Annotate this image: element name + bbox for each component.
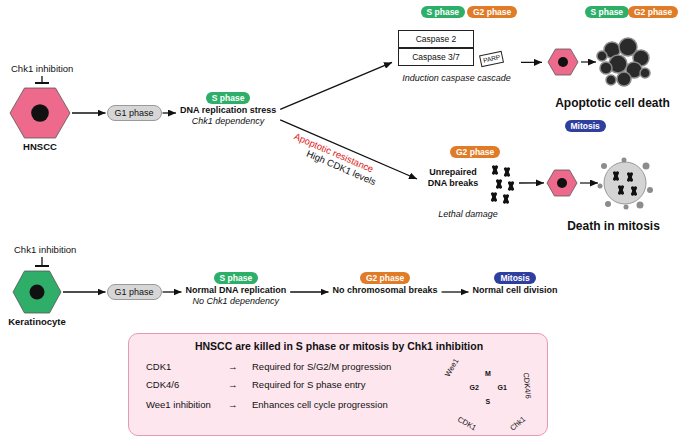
node-text: Unrepaired DNA breaks: [422, 167, 484, 189]
cycle-phase: S: [486, 398, 491, 406]
node-subtext: No Chk1 dependency: [193, 296, 280, 307]
node-text: No chromosomal breaks: [333, 285, 438, 296]
flow-arrow: [280, 62, 392, 109]
flow-arrow: [519, 182, 544, 183]
cycle-phase: M: [485, 370, 491, 378]
node-text: HNSCC are killed in S phase or mitosis b…: [129, 340, 549, 353]
flow-arrow: [63, 291, 106, 292]
phase-box: G1 phase: [107, 105, 162, 122]
flow-arrow: [442, 291, 469, 292]
phase-pill: Mitosis: [565, 120, 606, 132]
node-text: G2 phase: [473, 7, 511, 17]
node-text: S phase: [212, 93, 245, 103]
cell-hexagon: HNSCC: [9, 87, 71, 139]
stage-group: DNA replication stressChk1 dependency S p…: [177, 92, 279, 127]
caspase-box: Caspase 3/7: [398, 48, 474, 66]
node-text: Caspase 2: [416, 34, 457, 44]
node-text: Keratinocyte: [8, 316, 66, 327]
table-arrow: →: [228, 399, 238, 410]
node-subtext: Chk1 dependency: [192, 116, 265, 127]
node-subtext: Lethal damage: [418, 209, 518, 220]
table-arrow: →: [228, 361, 238, 372]
phase-pill: G2 phase: [450, 146, 500, 158]
mitotic-cell: [547, 158, 653, 210]
node-text: S phase: [220, 273, 253, 283]
table-cell: Enhances cell cycle progression: [252, 399, 388, 410]
caspase-box: Caspase 2: [398, 30, 474, 48]
flow-arrow: [72, 112, 106, 113]
table-cell: CDK4/6: [146, 379, 179, 390]
phase-pill: S phase: [421, 6, 466, 18]
flow-arrow: [163, 112, 176, 113]
node-text: HNSCC: [23, 141, 57, 152]
flow-arrow: [290, 291, 328, 292]
node-text: PARP: [482, 53, 500, 64]
stage-group: No chromosomal breaks G2 phase: [330, 272, 441, 296]
phase-box: G1 phase: [107, 284, 162, 301]
cycle-phase: G1: [498, 384, 507, 392]
node-text: G2 phase: [634, 7, 672, 17]
cycle-phase: G2: [470, 384, 479, 392]
node-text: G2 phase: [456, 147, 494, 157]
damage-group: Unrepaired DNA breaksLethal damage G2 pha…: [418, 143, 518, 223]
flow-arrow: [521, 62, 542, 63]
apoptotic-cell: [548, 38, 650, 86]
node-text: Normal cell division: [473, 285, 558, 296]
node-text: Death in mitosis: [545, 219, 682, 233]
phase-pill: G2 phase: [467, 6, 517, 18]
table-cell: Required for S phase entry: [252, 379, 366, 390]
node-text: DNA replication stress: [180, 105, 276, 116]
node-text: Normal DNA replication: [186, 285, 287, 296]
node-text: S phase: [591, 7, 624, 17]
parp-box: PARP: [479, 51, 504, 67]
flow-arrow: [163, 291, 182, 292]
hexagon-outline: [12, 270, 62, 314]
node-text: Apoptotic cell death: [543, 96, 682, 110]
phase-pill: S phase: [214, 272, 259, 284]
inhibitor-label: Chk1 inhibition: [11, 63, 73, 74]
outcome-group: Apoptotic cell death S phase G2 phase: [543, 3, 682, 115]
cell-hexagon: Keratinocyte: [12, 270, 62, 314]
phase-pill: S phase: [206, 92, 251, 104]
outcome-group: Death in mitosis Mitosis: [545, 117, 682, 239]
hexagon-outline: [9, 87, 71, 139]
caspase-group: Induction caspase cascade S phase G2 phase…: [393, 3, 520, 93]
phase-pill: S phase: [585, 6, 630, 18]
table-arrow: →: [228, 379, 238, 390]
chromosome-breaks: [490, 165, 514, 204]
phase-pill: Mitosis: [494, 272, 535, 284]
phase-pill: G2 phase: [360, 272, 410, 284]
inhibitor-label: Chk1 inhibition: [14, 244, 76, 255]
node-text: Caspase 3/7: [412, 52, 460, 62]
cycle-regulator: CDK4/6: [521, 372, 532, 399]
phase-pill: G2 phase: [628, 6, 678, 18]
table-cell: Wee1 inhibition: [146, 399, 211, 410]
stage-group: Normal DNA replicationNo Chk1 dependency…: [183, 272, 290, 307]
node-text: Mitosis: [571, 121, 600, 131]
node-text: S phase: [427, 7, 460, 17]
node-text: Induction caspase cascade: [393, 73, 520, 84]
node-text: G1 phase: [115, 287, 154, 298]
node-text: G1 phase: [115, 108, 154, 119]
stage-group: Normal cell division Mitosis: [470, 272, 561, 296]
table-cell: Required for S/G2/M progression: [252, 361, 391, 372]
node-text: G2 phase: [366, 273, 404, 283]
table-cell: CDK1: [146, 361, 171, 372]
node-text: Mitosis: [500, 273, 529, 283]
